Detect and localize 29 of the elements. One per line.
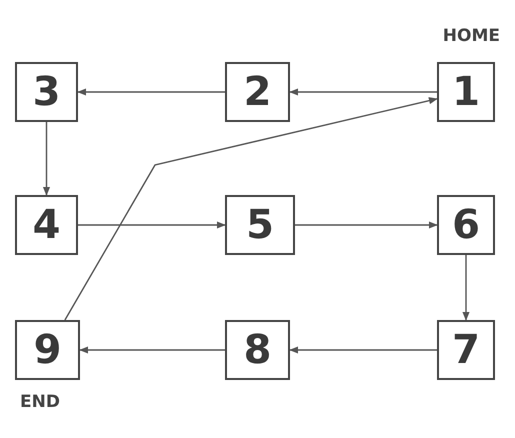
numbered-box bbox=[15, 320, 80, 380]
numbered-box bbox=[437, 62, 495, 122]
arrow bbox=[289, 346, 437, 354]
step-number: 9 bbox=[34, 330, 62, 370]
numbered-box bbox=[225, 195, 295, 255]
numbered-box bbox=[15, 195, 78, 255]
step-number: 3 bbox=[32, 72, 60, 112]
arrow bbox=[42, 122, 50, 196]
step-number: 6 bbox=[452, 205, 480, 245]
step-number: 8 bbox=[244, 330, 272, 370]
arrow bbox=[78, 221, 226, 229]
arrow bbox=[295, 221, 438, 229]
step-number: 1 bbox=[452, 72, 480, 112]
numbered-box bbox=[225, 62, 290, 122]
node-caption: HOME bbox=[442, 26, 500, 46]
arrow bbox=[289, 88, 437, 96]
numbered-box bbox=[15, 62, 78, 122]
arrow bbox=[64, 97, 438, 320]
step-number: 2 bbox=[244, 72, 272, 112]
numbered-box bbox=[225, 320, 290, 380]
step-number: 5 bbox=[246, 205, 274, 245]
arrow bbox=[77, 88, 225, 96]
numbered-box bbox=[437, 320, 495, 380]
arrow bbox=[79, 346, 225, 354]
arrow bbox=[462, 255, 470, 321]
step-number: 7 bbox=[452, 330, 480, 370]
step-number: 4 bbox=[32, 205, 60, 245]
numbered-box bbox=[437, 195, 495, 255]
node-caption: END bbox=[20, 392, 60, 412]
